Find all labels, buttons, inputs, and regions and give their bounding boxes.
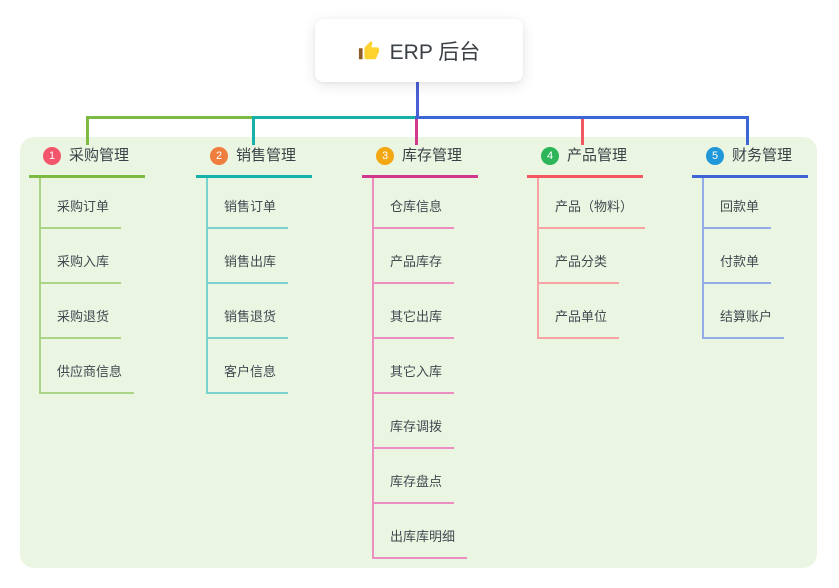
child-item[interactable]: 其它出库 (374, 284, 455, 339)
branch-header[interactable]: 1 采购管理 (29, 146, 145, 178)
child-item[interactable]: 其它入库 (374, 339, 455, 394)
connector-branch-drop (415, 116, 418, 145)
child-item[interactable]: 付款单 (704, 229, 772, 284)
branch-label: 库存管理 (402, 147, 463, 164)
child-item[interactable]: 仓库信息 (374, 178, 455, 229)
connector-root-stem (416, 82, 419, 119)
branch-number-badge: 4 (541, 147, 559, 165)
branch-number-badge: 1 (43, 147, 61, 165)
branch-2: 2 销售管理 销售订单销售出库销售退货客户信息 (196, 146, 312, 394)
connector-branch-drop (252, 116, 255, 145)
thumbs-up-icon (358, 40, 379, 59)
connector-bus-segment (252, 116, 418, 119)
child-item[interactable]: 采购订单 (41, 178, 122, 229)
branch-children: 采购订单采购入库采购退货供应商信息 (39, 178, 135, 394)
child-item[interactable]: 供应商信息 (41, 339, 135, 394)
child-item[interactable]: 销售出库 (208, 229, 289, 284)
branch-5: 5 财务管理 回款单付款单结算账户 (692, 146, 808, 339)
child-item[interactable]: 产品分类 (539, 229, 620, 284)
branch-number-badge: 2 (210, 147, 228, 165)
child-item[interactable]: 销售订单 (208, 178, 289, 229)
root-node[interactable]: ERP 后台 (315, 19, 523, 82)
connector-bus-segment (86, 116, 252, 119)
branch-label: 采购管理 (69, 147, 130, 164)
branch-children: 仓库信息产品库存其它出库其它入库库存调拨库存盘点出库库明细 (372, 178, 468, 559)
branch-number-badge: 3 (376, 147, 394, 165)
branch-header[interactable]: 3 库存管理 (362, 146, 478, 178)
connector-branch-drop (581, 116, 584, 145)
branch-1: 1 采购管理 采购订单采购入库采购退货供应商信息 (29, 146, 145, 394)
child-item[interactable]: 库存调拨 (374, 394, 455, 449)
child-item[interactable]: 产品库存 (374, 229, 455, 284)
child-item[interactable]: 出库库明细 (374, 504, 468, 559)
child-item[interactable]: 结算账户 (704, 284, 785, 339)
branch-children: 回款单付款单结算账户 (702, 178, 785, 339)
branch-header[interactable]: 5 财务管理 (692, 146, 808, 178)
branch-label: 财务管理 (732, 147, 793, 164)
branch-children: 销售订单销售出库销售退货客户信息 (206, 178, 289, 394)
branch-header[interactable]: 4 产品管理 (527, 146, 643, 178)
child-item[interactable]: 销售退货 (208, 284, 289, 339)
branch-number-badge: 5 (706, 147, 724, 165)
branch-children: 产品（物料）产品分类产品单位 (537, 178, 646, 339)
child-item[interactable]: 库存盘点 (374, 449, 455, 504)
child-item[interactable]: 产品单位 (539, 284, 620, 339)
connector-branch-drop (86, 116, 89, 145)
branch-4: 4 产品管理 产品（物料）产品分类产品单位 (527, 146, 646, 339)
child-item[interactable]: 采购入库 (41, 229, 122, 284)
child-item[interactable]: 采购退货 (41, 284, 122, 339)
branch-label: 产品管理 (567, 147, 628, 164)
connector-bus-segment (415, 116, 749, 119)
child-item[interactable]: 客户信息 (208, 339, 289, 394)
root-node-label: ERP 后台 (389, 40, 481, 64)
child-item[interactable]: 产品（物料） (539, 178, 646, 229)
child-item[interactable]: 回款单 (704, 178, 772, 229)
branch-header[interactable]: 2 销售管理 (196, 146, 312, 178)
branch-label: 销售管理 (236, 147, 297, 164)
branch-3: 3 库存管理 仓库信息产品库存其它出库其它入库库存调拨库存盘点出库库明细 (362, 146, 478, 559)
connector-branch-drop (746, 116, 749, 145)
branches-panel (20, 137, 817, 568)
